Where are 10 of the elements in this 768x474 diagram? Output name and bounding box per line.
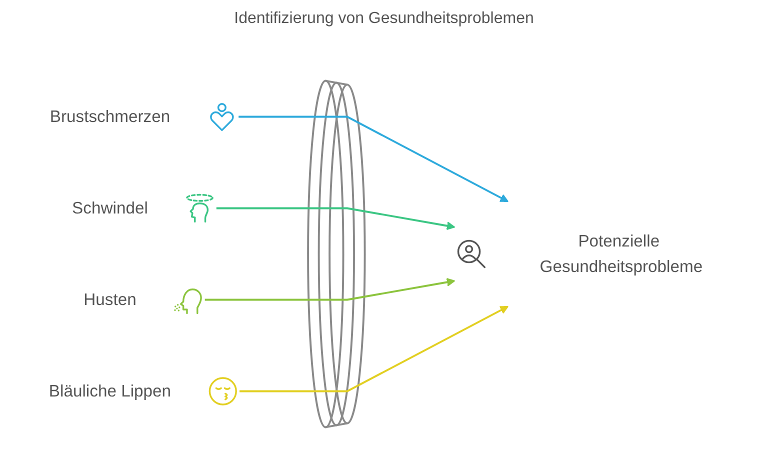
node-text: Brustschmerzen	[50, 107, 170, 126]
arrow	[240, 306, 509, 392]
node-text: Potenzielle Gesundheitsprobleme	[540, 232, 703, 276]
arrow	[238, 116, 509, 202]
arrow	[216, 207, 456, 230]
diagram-title: Identifizierung von Gesundheitsproblemen	[234, 10, 534, 27]
node-text: Schwindel	[72, 198, 148, 218]
node-text: Husten	[84, 290, 136, 309]
node-text: Bläuliche Lippen	[48, 382, 172, 400]
arrow	[204, 278, 456, 301]
